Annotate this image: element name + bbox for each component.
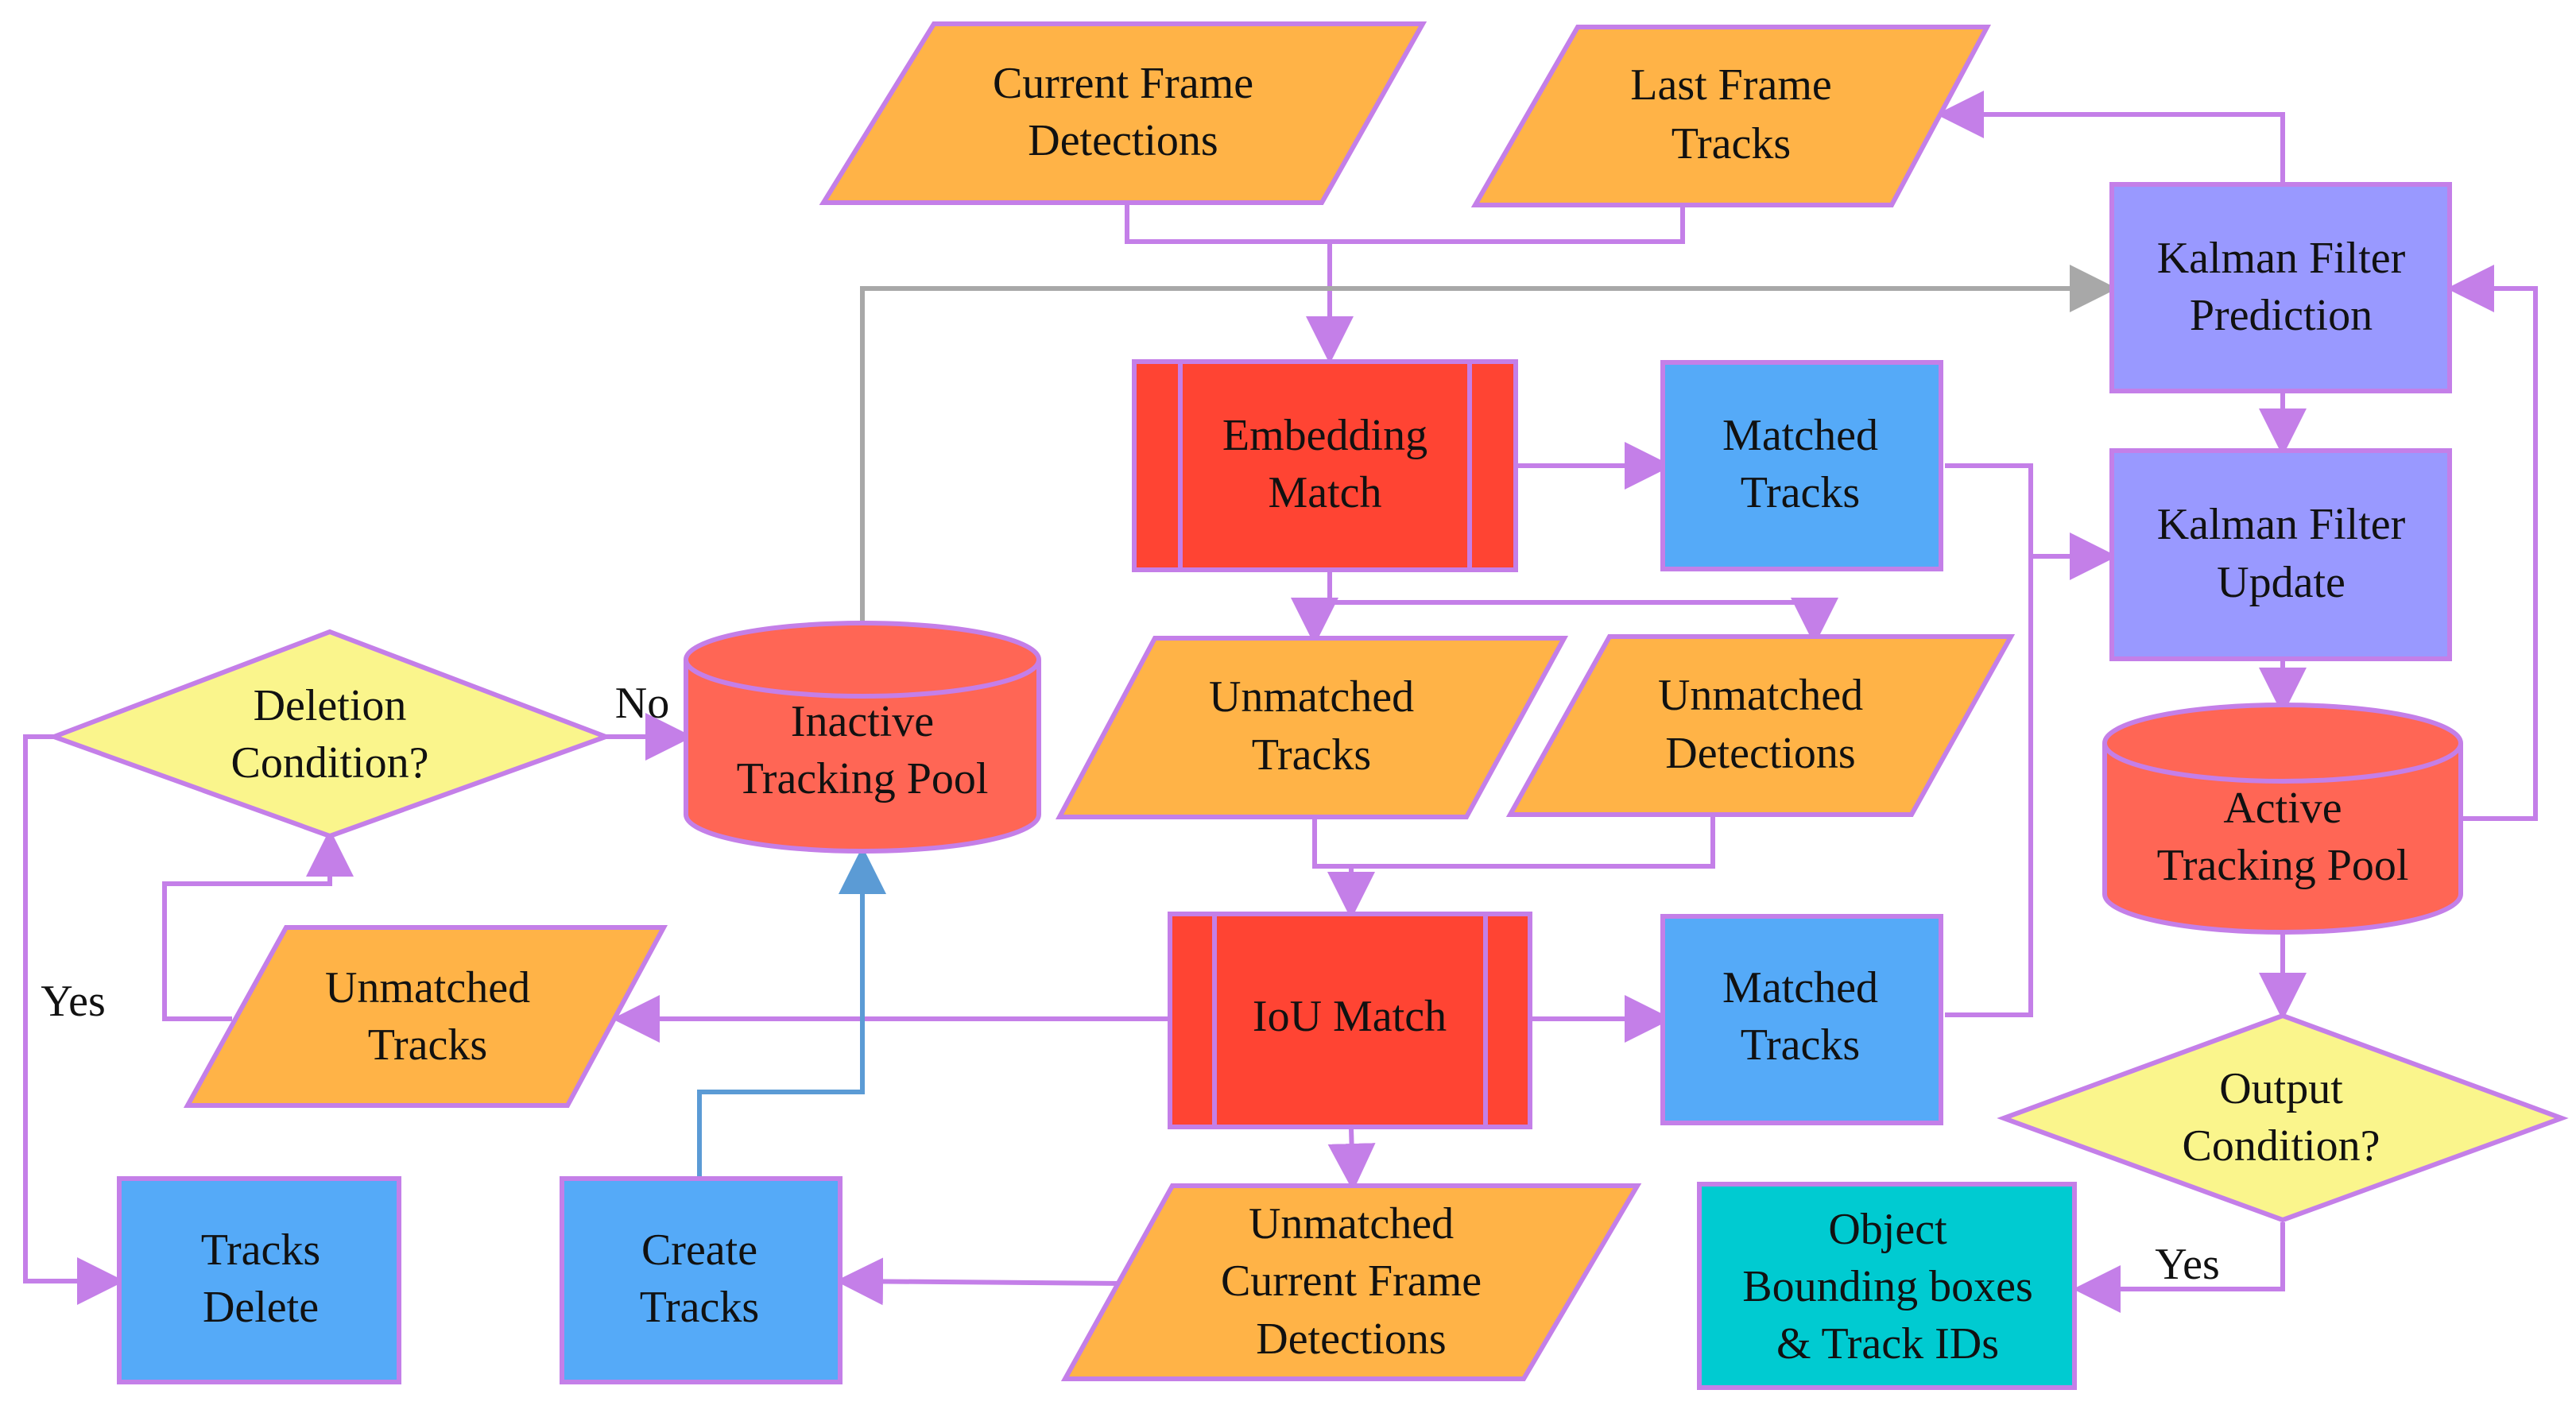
decision-diamond <box>1997 1012 2569 1223</box>
node-label-line: Update <box>2217 558 2346 607</box>
node-label-line: Bounding boxes <box>1742 1262 2033 1311</box>
edge-matched1-to-update-bus <box>1945 463 2033 1017</box>
node-label-line: Prediction <box>2190 291 2373 340</box>
node-label-line: Embedding <box>1222 411 1427 460</box>
process-box <box>117 1176 401 1384</box>
edge-prediction-to-lastframe <box>1936 91 2285 183</box>
edge-label-yes-right: Yes <box>2155 1240 2219 1289</box>
node-unmatched-tracks-2: Unmatched Tracks <box>183 925 668 1108</box>
node-label-line: Kalman Filter <box>2157 234 2406 283</box>
node-label-line: Object <box>1828 1205 1947 1254</box>
node-label-line: Matched <box>1722 411 1878 460</box>
edge-iou-to-unmatched-current <box>1327 1128 1376 1191</box>
node-label-line: Create <box>641 1225 757 1275</box>
database-cylinder-rim <box>2102 742 2463 784</box>
node-label-line: Condition? <box>231 738 429 788</box>
node-inactive-pool: Inactive Tracking Pool <box>684 621 1041 854</box>
decision-diamond <box>47 629 613 839</box>
node-label-line: Tracking Pool <box>737 754 989 803</box>
edge-deletion-yes-to-delete <box>23 734 125 1305</box>
parallelogram-shape <box>183 925 668 1108</box>
edge-label-no: No <box>615 679 669 728</box>
edge-unmatched-current-to-create <box>835 1257 1124 1306</box>
node-unmatched-detections: Unmatched Detections <box>1505 634 2016 817</box>
node-label-line: Tracking Pool <box>2157 841 2409 890</box>
node-kalman-update: Kalman Filter Update <box>2109 448 2452 661</box>
node-label-line: Condition? <box>2183 1121 2380 1171</box>
node-current-frame-detections: Current Frame Detections <box>819 21 1427 205</box>
parallelogram-shape <box>1060 1183 1642 1381</box>
node-label-line: Detections <box>1665 729 1855 778</box>
node-label-line: Unmatched <box>1658 671 1863 720</box>
process-box <box>1660 914 1943 1125</box>
process-box <box>1697 1182 2077 1390</box>
node-label-line: Tracks <box>368 1020 487 1070</box>
edge-detections-to-merge <box>1125 205 1330 244</box>
node-label-line: Match <box>1268 468 1381 517</box>
database-cylinder-rim <box>684 659 1041 699</box>
node-label-line: Matched <box>1722 963 1878 1012</box>
node-last-frame-tracks: Last Frame Tracks <box>1470 25 1992 207</box>
edge-active-to-prediction <box>2446 265 2538 821</box>
edge-lastframe-to-merge <box>1330 207 1685 244</box>
process-box <box>1660 360 1943 571</box>
edge-embedding-split <box>1291 571 1338 645</box>
node-label-line: Deletion <box>254 681 407 730</box>
process-box <box>560 1176 843 1384</box>
database-cylinder <box>2102 703 2463 935</box>
node-label-line: Unmatched <box>1249 1199 1454 1249</box>
parallelogram-shape <box>1056 636 1569 819</box>
node-label-line: Output <box>2219 1064 2343 1113</box>
node-deletion-condition: Deletion Condition? <box>47 629 613 839</box>
node-label-line: Detections <box>1256 1314 1446 1364</box>
node-embedding-match: Embedding Match <box>1132 359 1518 572</box>
node-label-line: Active <box>2223 784 2342 833</box>
parallelogram-shape <box>1470 25 1992 207</box>
parallelogram-shape <box>1505 634 2016 817</box>
edge-create-to-inactive <box>697 846 886 1178</box>
node-label-line: Current Frame <box>1221 1256 1482 1306</box>
edge-output-yes-to-object <box>2073 1222 2285 1313</box>
node-label-line: IoU Match <box>1253 992 1447 1041</box>
node-label-line: & Track IDs <box>1776 1319 1999 1369</box>
node-label-line: Tracks <box>201 1225 320 1275</box>
edge-embedding-to-unmatched-det <box>1330 598 1838 645</box>
edge-unmatched-tracks-merge <box>1312 815 1715 869</box>
node-object-output: Object Bounding boxes & Track IDs <box>1697 1182 2077 1390</box>
node-label-line: Tracks <box>1741 1020 1860 1070</box>
node-matched-tracks-1: Matched Tracks <box>1660 360 1943 571</box>
node-label-line: Delete <box>203 1283 319 1332</box>
edges <box>23 91 2538 1313</box>
parallelogram-shape <box>819 21 1427 205</box>
node-label-line: Tracks <box>640 1283 759 1332</box>
node-iou-match: IoU Match <box>1168 912 1532 1129</box>
node-label-line: Unmatched <box>1209 672 1414 722</box>
database-cylinder <box>684 621 1041 854</box>
node-create-tracks: Create Tracks <box>560 1176 843 1384</box>
node-unmatched-current-detections: Unmatched Current Frame Detections <box>1060 1183 1642 1381</box>
node-active-pool: Active Tracking Pool <box>2102 703 2463 935</box>
node-unmatched-tracks-1: Unmatched Tracks <box>1056 636 1569 819</box>
edge-unmatched-tracks-to-deletion <box>162 829 354 1021</box>
process-box <box>1132 359 1518 572</box>
node-label-line: Kalman Filter <box>2157 500 2406 549</box>
node-label-line: Unmatched <box>325 963 530 1012</box>
process-box <box>1168 912 1532 1129</box>
node-tracks-delete: Tracks Delete <box>117 1176 401 1384</box>
edge-label-yes-left: Yes <box>41 977 105 1026</box>
node-label-line: Tracks <box>1671 119 1791 168</box>
node-label-line: Tracks <box>1741 468 1860 517</box>
node-kalman-prediction: Kalman Filter Prediction <box>2109 182 2452 393</box>
node-matched-tracks-2: Matched Tracks <box>1660 914 1943 1125</box>
node-label-line: Tracks <box>1252 730 1371 780</box>
node-label-line: Detections <box>1028 116 1218 165</box>
node-output-condition: Output Condition? <box>1997 1012 2569 1223</box>
edge-inactive-to-prediction <box>860 265 2117 624</box>
process-box <box>2109 182 2452 393</box>
node-label-line: Inactive <box>791 697 934 746</box>
process-box <box>2109 448 2452 661</box>
node-label-line: Last Frame <box>1630 60 1831 110</box>
node-label-line: Current Frame <box>993 59 1253 108</box>
